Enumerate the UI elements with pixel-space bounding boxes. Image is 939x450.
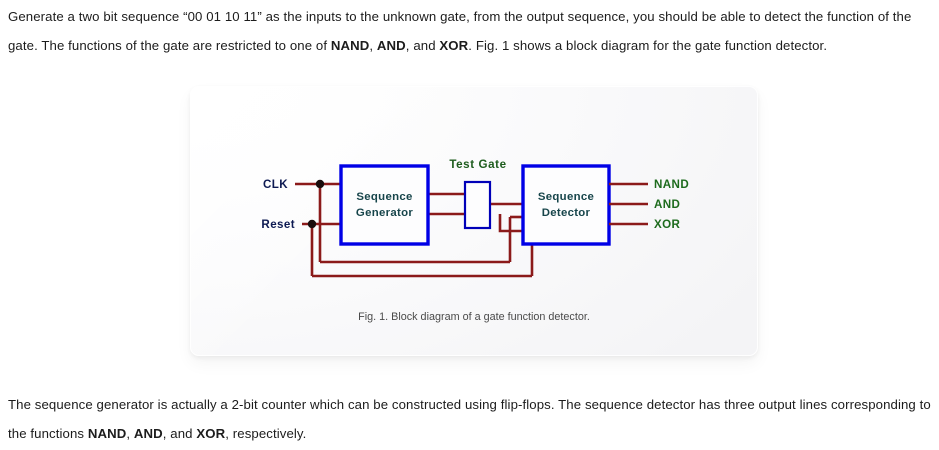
sequence-generator-label-line2: Generator [356, 207, 413, 219]
intro-text-part-1: Generate a two bit sequence “00 01 10 11… [8, 9, 912, 53]
wire-bypass-lower [498, 214, 523, 233]
block-sequence-generator[interactable]: Sequence Generator [339, 164, 430, 246]
outro-gate-and: AND [133, 426, 163, 441]
sequence-generator-label-line1: Sequence [356, 191, 412, 203]
junction-dot-reset [307, 219, 317, 229]
outro-text-part-2: , respectively. [225, 426, 307, 441]
intro-paragraph: Generate a two bit sequence “00 01 10 11… [8, 2, 932, 60]
output-wire-group [609, 182, 648, 226]
figure-caption: Fig. 1. Block diagram of a gate function… [358, 311, 590, 323]
outro-gate-nand: NAND [87, 426, 127, 441]
junction-dot-clk [315, 179, 325, 189]
test-gate-label: Test Gate [449, 158, 506, 171]
output-label-and: AND [654, 198, 680, 211]
input-label-reset: Reset [261, 218, 295, 231]
junction-group [307, 179, 325, 229]
outro-gate-xor: XOR [196, 426, 226, 441]
output-label-nand: NAND [654, 178, 689, 191]
intro-separator-2: , and [405, 38, 440, 53]
test-gate-box[interactable] [463, 180, 492, 230]
intro-gate-and: AND [376, 38, 406, 53]
block-diagram: Sequence Generator Test Gate Sequence De… [261, 158, 689, 323]
block-test-gate[interactable]: Test Gate [449, 158, 506, 230]
intro-gate-nand: NAND [330, 38, 370, 53]
sequence-detector-box[interactable] [521, 164, 611, 246]
outro-paragraph: The sequence generator is actually a 2-b… [8, 390, 932, 448]
sequence-detector-label-line1: Sequence [538, 191, 594, 203]
wire-group [295, 182, 534, 278]
block-sequence-detector[interactable]: Sequence Detector [521, 164, 611, 246]
sequence-generator-box[interactable] [339, 164, 430, 246]
outro-text-part-1: The sequence generator is actually a 2-b… [8, 397, 931, 441]
output-label-xor: XOR [654, 218, 681, 231]
figure-card [190, 86, 758, 356]
intro-text-part-2: . Fig. 1 shows a block diagram for the g… [468, 38, 828, 53]
sequence-detector-label-line2: Detector [542, 207, 591, 219]
outro-separator-1: , [126, 426, 134, 441]
intro-separator-1: , [369, 38, 377, 53]
intro-gate-xor: XOR [439, 38, 469, 53]
input-label-clk: CLK [263, 178, 288, 191]
outro-separator-2: , and [162, 426, 197, 441]
